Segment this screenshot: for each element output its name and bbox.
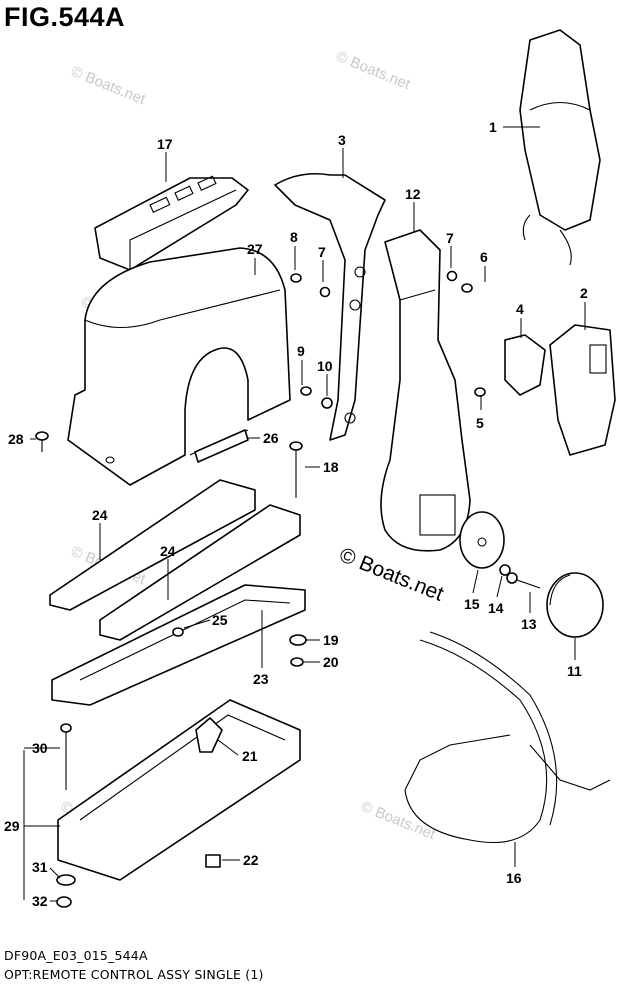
callout-14: 14 <box>488 600 504 616</box>
callout-7: 7 <box>318 244 326 260</box>
watermark: © Boats.net <box>359 798 439 844</box>
callout-8: 8 <box>290 229 298 245</box>
part-3-lever <box>274 172 386 441</box>
watermark-center: © Boats.net <box>336 543 447 606</box>
part-11-knob <box>546 572 604 638</box>
part-24-bracket <box>49 479 301 641</box>
callout-7: 7 <box>446 230 454 246</box>
callout-17: 17 <box>157 136 173 152</box>
callout-21: 21 <box>242 748 258 764</box>
callout-32: 32 <box>32 893 48 909</box>
callout-20: 20 <box>323 654 339 670</box>
callout-5: 5 <box>476 415 484 431</box>
callout-1: 1 <box>489 119 497 135</box>
part-13-screw <box>506 572 541 589</box>
callout-11: 11 <box>567 663 582 679</box>
callout-27: 27 <box>247 241 263 257</box>
callout-22: 22 <box>243 852 259 868</box>
callout-13: 13 <box>521 616 537 632</box>
callout-2: 2 <box>580 285 588 301</box>
part-26-clip <box>194 429 249 463</box>
callout-23: 23 <box>253 671 269 687</box>
callout-18: 18 <box>323 459 339 475</box>
part-4-switch <box>504 334 546 396</box>
callout-4: 4 <box>516 301 524 317</box>
part-27-housing <box>67 247 291 486</box>
part-23-gasket <box>51 584 306 706</box>
callout-28: 28 <box>8 431 24 447</box>
part-12-arm <box>380 229 471 552</box>
watermark: © Boats.net <box>334 48 414 94</box>
callout-12: 12 <box>405 186 421 202</box>
small-parts <box>56 270 486 908</box>
footer-caption: OPT:REMOTE CONTROL ASSY SINGLE (1) <box>4 967 264 982</box>
part-14-washer <box>499 564 511 576</box>
callout-31: 31 <box>32 859 48 875</box>
part-18-screw <box>289 441 303 498</box>
callout-9: 9 <box>297 343 305 359</box>
callout-29: 29 <box>4 818 20 834</box>
figure-title: FIG.544A <box>4 2 126 32</box>
footer-code: DF90A_E03_015_544A <box>4 948 148 963</box>
callouts: 1 2 3 4 5 6 7 7 8 9 10 11 12 13 14 15 16… <box>4 119 588 909</box>
callout-6: 6 <box>480 249 488 265</box>
callout-10: 10 <box>317 358 333 374</box>
leader-lines <box>23 126 586 902</box>
callout-19: 19 <box>323 632 339 648</box>
part-16-harness <box>404 631 611 843</box>
part-29-base <box>57 699 301 881</box>
part-15-disc <box>459 511 505 569</box>
callout-3: 3 <box>338 132 346 148</box>
part-17-cover <box>94 175 249 271</box>
callout-16: 16 <box>506 870 522 886</box>
part-28-screw <box>35 431 49 452</box>
callout-24: 24 <box>160 543 176 559</box>
part-1-remote-control <box>519 29 601 266</box>
callout-25: 25 <box>212 612 228 628</box>
callout-15: 15 <box>464 596 480 612</box>
part-2-cover-plate <box>549 324 616 456</box>
callout-26: 26 <box>263 430 279 446</box>
watermark: © Boats.net <box>69 63 149 109</box>
callout-24: 24 <box>92 507 108 523</box>
callout-30: 30 <box>32 740 48 756</box>
